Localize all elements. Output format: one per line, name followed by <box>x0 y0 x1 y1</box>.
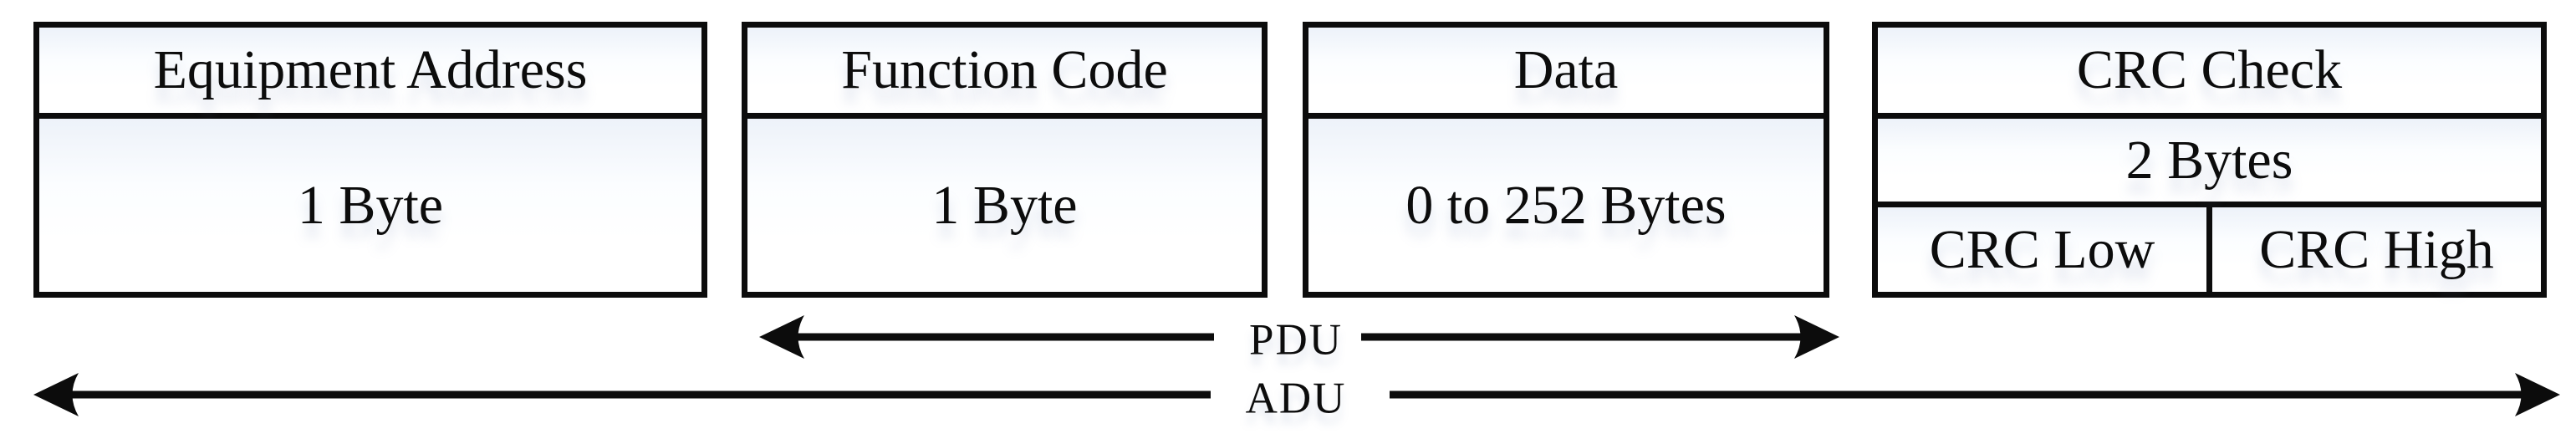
pdu-span-label: PDU <box>1248 315 1344 365</box>
field-size: 1 Byte <box>39 119 701 292</box>
field-title: Function Code <box>747 28 1262 119</box>
crc-subcells: CRC Low CRC High <box>1878 207 2541 292</box>
field-box-equipment-address: Equipment Address 1 Byte <box>33 22 707 298</box>
field-box-data: Data 0 to 252 Bytes <box>1303 22 1829 298</box>
field-box-crc-check: CRC Check 2 Bytes CRC Low CRC High <box>1872 22 2547 298</box>
field-box-function-code: Function Code 1 Byte <box>742 22 1268 298</box>
field-size: 1 Byte <box>747 119 1262 292</box>
field-title: CRC Check <box>1878 28 2541 119</box>
crc-high-cell: CRC High <box>2206 207 2541 292</box>
field-size: 2 Bytes <box>1878 119 2541 207</box>
field-title: Equipment Address <box>39 28 701 119</box>
field-size: 0 to 252 Bytes <box>1308 119 1824 292</box>
crc-low-cell: CRC Low <box>1878 207 2206 292</box>
adu-span-label: ADU <box>1245 374 1347 423</box>
field-title: Data <box>1308 28 1824 119</box>
